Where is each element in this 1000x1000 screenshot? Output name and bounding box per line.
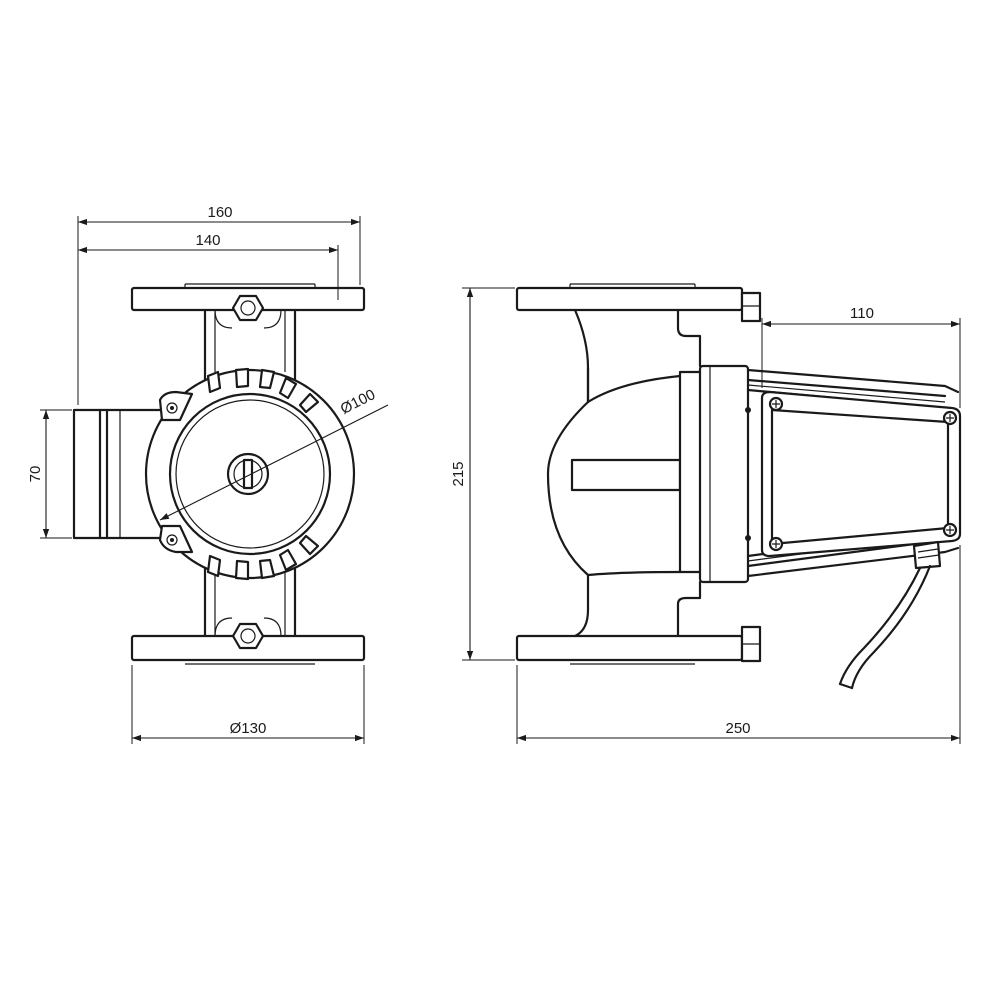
lower-mounting-ear (158, 524, 194, 554)
dim-port-height-label: 70 (27, 466, 44, 483)
front-view (72, 283, 389, 665)
top-bolt (740, 291, 762, 323)
pump-body (203, 308, 297, 638)
top-hex-nut (231, 294, 265, 322)
side-top-flange (515, 286, 744, 312)
motor-flange-plate (678, 370, 704, 574)
dim-flange-diameter-label: Ø130 (230, 720, 267, 737)
power-cable (838, 566, 922, 686)
side-dimensions (462, 287, 961, 744)
terminal-box (760, 390, 962, 558)
dim-flange-spacing-label: 140 (195, 232, 220, 249)
dim-total-length-label: 250 (725, 720, 750, 737)
terminal-box-screws (768, 396, 958, 552)
cable-gland (912, 540, 942, 570)
pipe-body (546, 308, 590, 638)
side-bottom-flange (515, 634, 744, 662)
dim-overall-width-label: 160 (207, 204, 232, 221)
side-view (515, 283, 962, 690)
diameter-leader (159, 404, 389, 521)
dim-height-label: 215 (450, 461, 467, 486)
bottom-hex-nut (231, 622, 265, 650)
motor-face (168, 392, 332, 556)
housing-fins (206, 367, 320, 581)
motor-stator (698, 364, 750, 584)
dim-terminal-box-label: 110 (850, 305, 874, 322)
shaft-stub (570, 458, 682, 492)
front-dimensions (40, 216, 365, 744)
